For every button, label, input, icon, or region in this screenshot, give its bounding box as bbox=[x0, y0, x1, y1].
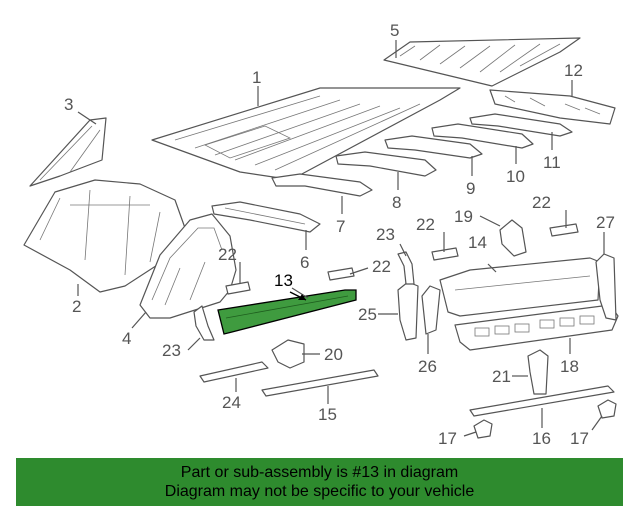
part-22-clip-c bbox=[431, 247, 459, 261]
part-19-bracket bbox=[499, 219, 527, 257]
part-21-bracket bbox=[527, 349, 549, 395]
callout-17-left: 17 bbox=[438, 429, 457, 448]
part-23-bracket-lower bbox=[193, 305, 215, 341]
part-23-bracket-upper bbox=[397, 251, 415, 285]
callout-12: 12 bbox=[564, 61, 583, 80]
part-9-roof-bow bbox=[384, 135, 483, 159]
callout-5: 5 bbox=[390, 21, 399, 40]
callout-22-d: 22 bbox=[532, 193, 551, 212]
callout-2: 2 bbox=[72, 297, 81, 316]
callout-21: 21 bbox=[492, 367, 511, 386]
callout-4: 4 bbox=[122, 329, 131, 348]
callout-20: 20 bbox=[324, 345, 343, 364]
part-7-roof-bow bbox=[271, 173, 373, 197]
part-15-sill bbox=[261, 369, 379, 397]
callout-10: 10 bbox=[506, 167, 525, 186]
part-20-bracket bbox=[271, 339, 305, 369]
part-10-roof-bow bbox=[431, 123, 534, 149]
banner-line-1: Part or sub-assembly is #13 in diagram bbox=[180, 464, 459, 481]
callout-23-lower: 23 bbox=[162, 341, 181, 360]
callout-19: 19 bbox=[454, 207, 473, 226]
callout-14: 14 bbox=[468, 233, 487, 252]
callout-24: 24 bbox=[222, 393, 241, 412]
callout-26: 26 bbox=[418, 357, 437, 376]
part-22-clip-b bbox=[327, 267, 355, 281]
info-banner: Part or sub-assembly is #13 in diagram D… bbox=[16, 458, 623, 506]
callout-13: 13 bbox=[274, 271, 293, 290]
part-17-clip-right bbox=[597, 399, 617, 419]
arrowhead-part-13 bbox=[298, 294, 306, 300]
callout-3: 3 bbox=[64, 95, 73, 114]
leader-lines bbox=[77, 40, 605, 437]
callouts: 1 2 3 4 5 6 7 8 9 10 11 12 13 14 15 16 1… bbox=[64, 21, 615, 448]
part-26-pillar bbox=[421, 285, 441, 335]
callout-8: 8 bbox=[392, 193, 401, 212]
part-16-sill bbox=[469, 385, 615, 417]
part-22-clip-d bbox=[549, 223, 579, 237]
callout-16: 16 bbox=[532, 429, 551, 448]
part-22-clip-a bbox=[225, 281, 251, 295]
part-6-roof-bow bbox=[211, 201, 321, 233]
callout-11: 11 bbox=[543, 153, 561, 172]
part-1-roof bbox=[151, 87, 461, 179]
part-2-shell bbox=[23, 179, 186, 293]
callout-1: 1 bbox=[252, 68, 261, 87]
callout-9: 9 bbox=[466, 179, 475, 198]
part-5-roof-panel bbox=[383, 37, 581, 87]
callout-7: 7 bbox=[336, 217, 345, 236]
callout-18: 18 bbox=[560, 357, 579, 376]
callout-27: 27 bbox=[596, 213, 615, 232]
part-13-side-rail-highlighted bbox=[217, 289, 357, 335]
part-4-wheelhouse bbox=[139, 213, 237, 319]
callout-22-a: 22 bbox=[218, 245, 237, 264]
banner-line-2: Diagram may not be specific to your vehi… bbox=[164, 483, 475, 500]
callout-17-right: 17 bbox=[570, 429, 589, 448]
part-3-pillar-trim bbox=[29, 117, 107, 187]
callout-22-c: 22 bbox=[416, 215, 435, 234]
callout-22-b: 22 bbox=[372, 257, 391, 276]
part-24-rail bbox=[199, 361, 269, 383]
callout-15: 15 bbox=[318, 405, 337, 424]
callout-25: 25 bbox=[358, 305, 377, 324]
part-11-roof-bow bbox=[469, 113, 573, 137]
part-25-pillar bbox=[397, 281, 419, 341]
parts-diagram: 1 2 3 4 5 6 7 8 9 10 11 12 13 14 15 16 1… bbox=[23, 21, 619, 448]
part-12-roof-bow-rear bbox=[489, 89, 616, 125]
part-17-clip-left bbox=[473, 419, 493, 439]
part-14-rear-panel bbox=[439, 257, 601, 317]
callout-23-upper: 23 bbox=[376, 225, 395, 244]
part-8-roof-bow bbox=[335, 151, 437, 177]
callout-6: 6 bbox=[300, 253, 309, 272]
